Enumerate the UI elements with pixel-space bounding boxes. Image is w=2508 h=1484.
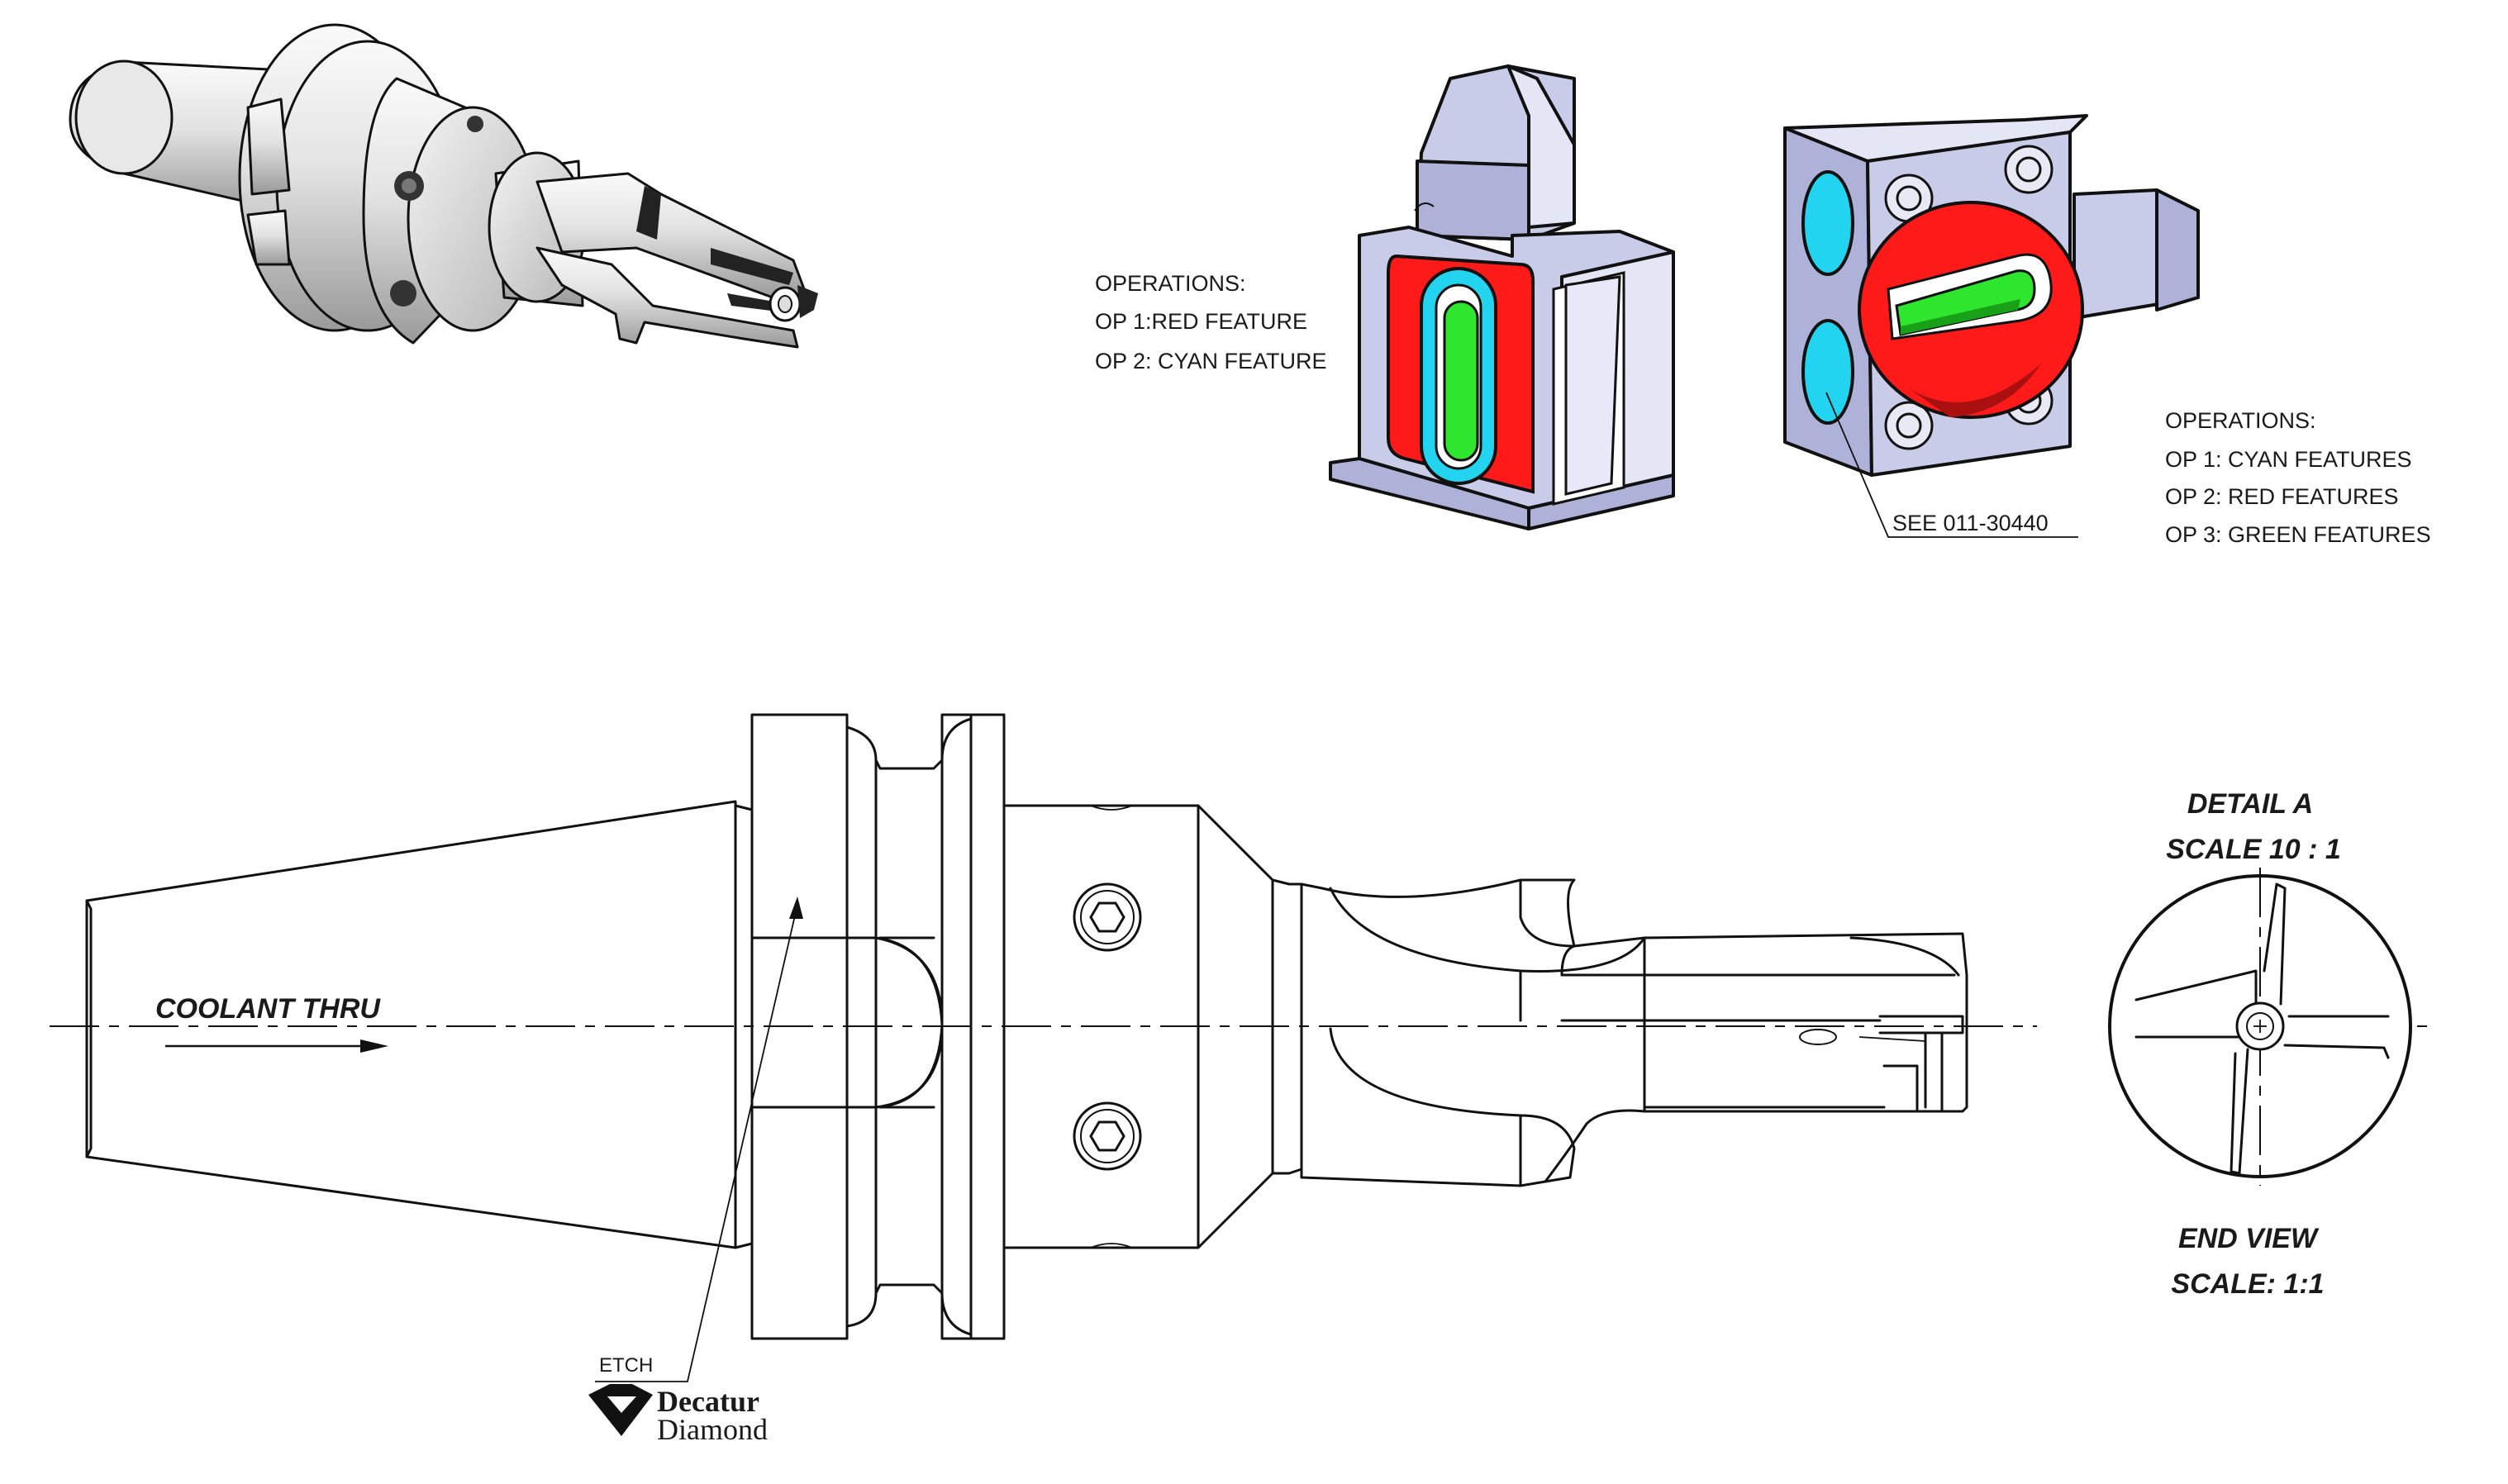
logo-line2: Diamond	[657, 1413, 768, 1446]
socket-screw-lower	[1073, 1101, 1142, 1171]
insert-block-view-1	[1329, 64, 1675, 530]
block2-notes-op1: OP 1: CYAN FEATURES	[2165, 447, 2412, 472]
block2-operations-notes: OPERATIONS: OP 1: CYAN FEATURES OP 2: RE…	[2165, 408, 2431, 547]
block1-notes-heading: OPERATIONS:	[1095, 271, 1246, 296]
socket-screw-upper	[1073, 882, 1142, 952]
tool-holder-isometric-view	[69, 23, 818, 349]
block2-notes-op2: OP 2: RED FEATURES	[2165, 484, 2399, 509]
coolant-thru-label: COOLANT THRU	[155, 993, 381, 1025]
etch-leader-line	[595, 904, 798, 1382]
coolant-arrowhead	[360, 1039, 388, 1053]
see-reference-label: SEE 011-30440	[1892, 511, 2049, 535]
detail-scale: SCALE 10 : 1	[2166, 834, 2341, 865]
block1-notes-op1: OP 1:RED FEATURE	[1095, 309, 1307, 334]
decatur-diamond-logo-mark	[588, 1384, 653, 1436]
block1-notes-op2: OP 2: CYAN FEATURE	[1095, 349, 1327, 373]
block2-notes-heading: OPERATIONS:	[2165, 408, 2316, 433]
logo-line1: Decatur	[657, 1385, 759, 1418]
block2-notes-op3: OP 3: GREEN FEATURES	[2165, 522, 2431, 547]
end-view-scale: SCALE: 1:1	[2171, 1268, 2324, 1300]
tool-holder-side-view	[50, 713, 2429, 1340]
detail-title: DETAIL A	[2187, 788, 2313, 820]
end-view-title: END VIEW	[2178, 1223, 2320, 1254]
insert-block-view-2	[1783, 114, 2200, 538]
block1-operations-notes: OPERATIONS: OP 1:RED FEATURE OP 2: CYAN …	[1095, 271, 1327, 373]
etch-label: ETCH	[599, 1354, 653, 1377]
end-view-detail	[2108, 868, 2412, 1186]
etch-arrowhead	[789, 897, 803, 919]
